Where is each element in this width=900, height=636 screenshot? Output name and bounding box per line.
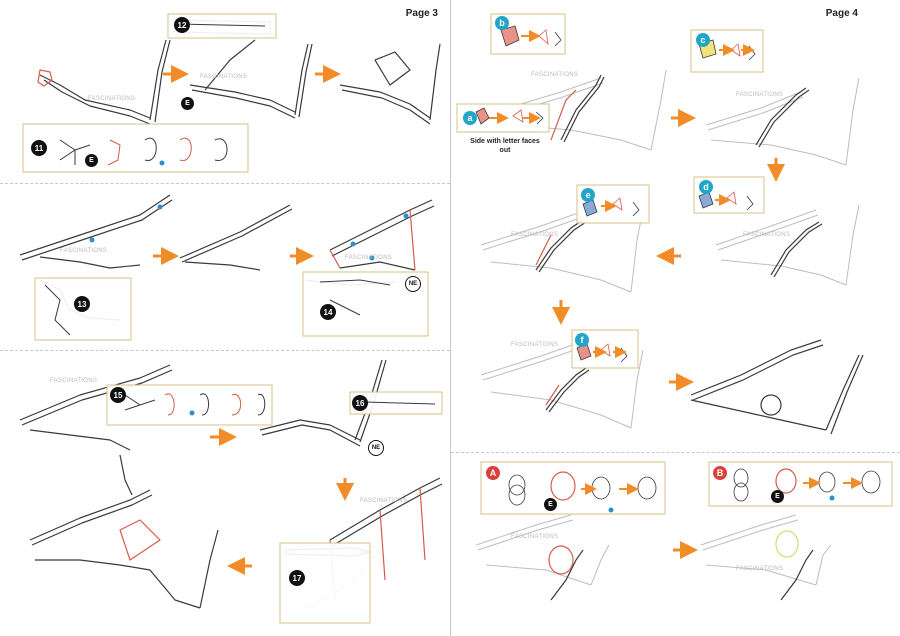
step-12-badge: 12 — [174, 17, 190, 33]
watermark: FASCINATIONS — [200, 74, 248, 80]
part-e-badge: e — [581, 188, 595, 202]
watermark: FASCINATIONS — [511, 342, 559, 348]
part-a-badge: a — [463, 111, 477, 125]
row-separator — [0, 183, 450, 184]
watermark: FASCINATIONS — [360, 498, 408, 504]
step-15-badge: 15 — [110, 387, 126, 403]
watermark: FASCINATIONS — [60, 248, 108, 254]
tool-e-badge: E — [181, 97, 194, 110]
tool-e-badge: E — [544, 498, 557, 511]
watermark: FASCINATIONS — [736, 92, 784, 98]
part-A-badge: A — [486, 466, 500, 480]
part-c-badge: c — [696, 33, 710, 47]
watermark: FASCINATIONS — [743, 232, 791, 238]
assembly-illustrations-page-4 — [456, 13, 893, 601]
watermark: FASCINATIONS — [531, 72, 579, 78]
tool-ne-badge: NE — [368, 440, 384, 456]
assembly-illustrations-page-3 — [19, 13, 443, 624]
page-number: Page 4 — [825, 8, 858, 19]
row-separator — [451, 452, 900, 453]
page-3: Page 3 — [0, 8, 450, 624]
instruction-note: Side with letter faces out — [470, 138, 540, 154]
page-4: Page 4 — [451, 0, 900, 636]
watermark: FASCINATIONS — [50, 378, 98, 384]
page-number: Page 3 — [405, 8, 438, 19]
tool-e-badge: E — [771, 490, 784, 503]
tool-e-badge: E — [85, 154, 98, 167]
page-divider — [450, 0, 451, 636]
watermark: FASCINATIONS — [88, 96, 136, 102]
step-14-badge: 14 — [320, 304, 336, 320]
part-f-badge: f — [575, 333, 589, 347]
row-separator — [0, 350, 450, 351]
part-B-badge: B — [713, 466, 727, 480]
step-17-badge: 17 — [289, 570, 305, 586]
part-d-badge: d — [699, 180, 713, 194]
watermark: FASCINATIONS — [511, 232, 559, 238]
step-13-badge: 13 — [74, 296, 90, 312]
tool-ne-badge: NE — [405, 276, 421, 292]
watermark: FASCINATIONS — [736, 566, 784, 572]
watermark: FASCINATIONS — [345, 255, 393, 261]
step-16-badge: 16 — [352, 395, 368, 411]
part-b-badge: b — [495, 16, 509, 30]
watermark: FASCINATIONS — [511, 534, 559, 540]
step-11-badge: 11 — [31, 140, 47, 156]
